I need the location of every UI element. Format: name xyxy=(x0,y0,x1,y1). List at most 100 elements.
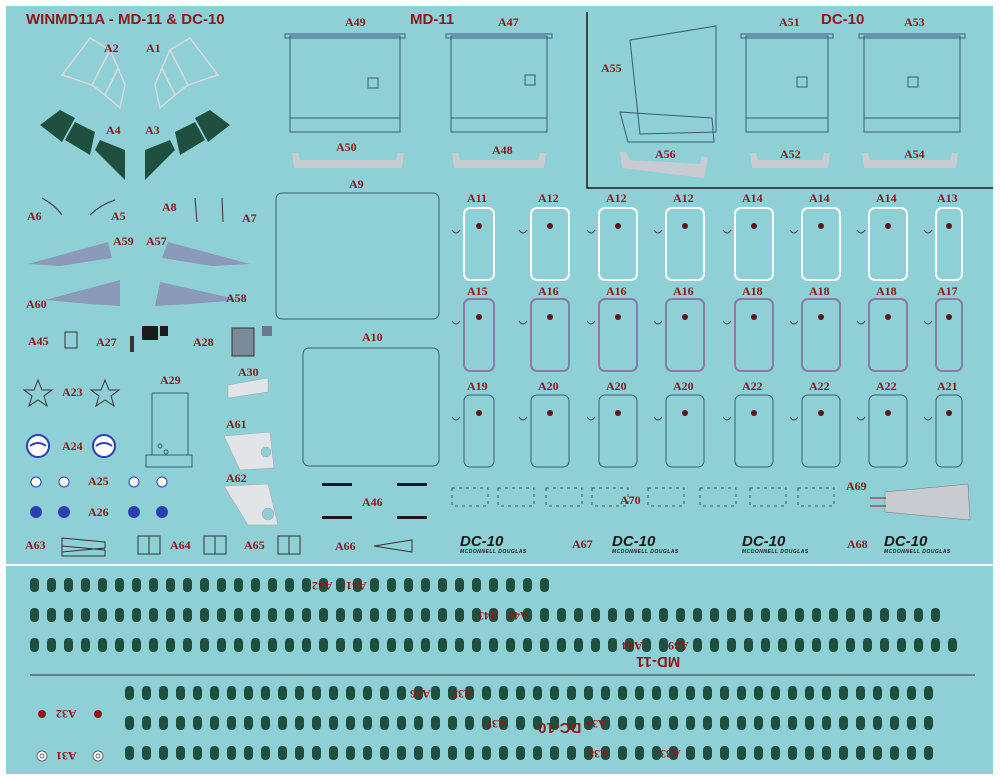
cabin-window-decal xyxy=(397,746,406,760)
cabin-window-decal xyxy=(635,746,644,760)
cabin-window-decal xyxy=(261,686,270,700)
cabin-window-decal xyxy=(30,578,39,592)
door-handle-marker xyxy=(885,410,891,416)
cabin-window-decal xyxy=(788,686,797,700)
cabin-window-decal xyxy=(149,638,158,652)
door-label-a22: A22 xyxy=(876,379,897,393)
passenger-door-a16 xyxy=(665,298,705,372)
cabin-window-decal xyxy=(64,608,73,622)
door-label-a21: A21 xyxy=(937,379,958,393)
label-a29: A29 xyxy=(160,373,181,387)
cabin-window-decal xyxy=(567,746,576,760)
label-a2: A2 xyxy=(104,41,119,55)
passenger-door-a21 xyxy=(935,394,963,468)
label-a31: A31 xyxy=(56,749,77,763)
cabin-window-decal xyxy=(948,638,957,652)
cabin-window-decal xyxy=(210,686,219,700)
passenger-door-a22 xyxy=(868,394,908,468)
label-a43: A43 xyxy=(478,609,499,623)
label-a25: A25 xyxy=(88,474,109,488)
label-a45: A45 xyxy=(28,334,49,348)
cabin-window-decal xyxy=(737,686,746,700)
cabin-window-decal xyxy=(234,608,243,622)
cabin-window-decal xyxy=(302,578,311,592)
cabin-window-decal xyxy=(387,578,396,592)
a31-a32-marker-decals xyxy=(36,710,104,762)
cabin-window-decal xyxy=(652,716,661,730)
cabin-window-decal xyxy=(404,578,413,592)
cabin-window-decal xyxy=(873,686,882,700)
cabin-window-decal xyxy=(149,608,158,622)
cabin-window-decal xyxy=(846,638,855,652)
passenger-door-a15 xyxy=(463,298,495,372)
cabin-window-decal xyxy=(601,686,610,700)
cabin-window-decal xyxy=(81,608,90,622)
label-a1: A1 xyxy=(146,41,161,55)
cabin-window-decal xyxy=(533,716,542,730)
cabin-window-decal xyxy=(652,746,661,760)
cabin-window-decal xyxy=(227,686,236,700)
cabin-window-decal xyxy=(176,746,185,760)
label-a8: A8 xyxy=(162,200,177,214)
door-hinge-mark xyxy=(653,416,663,421)
cabin-window-decal xyxy=(516,716,525,730)
cabin-window-decal xyxy=(346,716,355,730)
cabin-window-decal xyxy=(380,716,389,730)
passenger-door-a16 xyxy=(598,298,638,372)
passenger-door-a14 xyxy=(801,207,841,281)
cabin-window-decal xyxy=(261,746,270,760)
door-label-a12: A12 xyxy=(606,191,627,205)
dc10-logo-text: DC-10 xyxy=(884,533,928,550)
door-handle-marker xyxy=(751,314,757,320)
cabin-window-decal xyxy=(499,686,508,700)
passenger-door-a14 xyxy=(734,207,774,281)
door-handle-marker xyxy=(682,314,688,320)
dc10-window-row-a35-a36 xyxy=(125,686,933,700)
door-handle-marker xyxy=(682,223,688,229)
label-a32: A32 xyxy=(56,707,77,721)
cabin-window-decal xyxy=(183,638,192,652)
cabin-window-decal xyxy=(329,746,338,760)
cabin-window-decal xyxy=(574,638,583,652)
cabin-window-decal xyxy=(693,638,702,652)
door-handle-marker xyxy=(946,410,952,416)
door-hinge-mark xyxy=(722,416,732,421)
label-a27: A27 xyxy=(96,335,117,349)
cabin-window-decal xyxy=(353,608,362,622)
cabin-window-decal xyxy=(659,608,668,622)
cabin-window-decal xyxy=(448,686,457,700)
label-a28: A28 xyxy=(193,335,214,349)
cabin-window-decal xyxy=(472,578,481,592)
cabin-window-decal xyxy=(890,746,899,760)
cabin-window-decal xyxy=(499,746,508,760)
cabin-window-decal xyxy=(863,638,872,652)
door-label-a16: A16 xyxy=(673,284,694,298)
cabin-window-decal xyxy=(346,686,355,700)
sheet-title: WINMD11A - MD-11 & DC-10 xyxy=(26,11,225,28)
cabin-window-decal xyxy=(149,578,158,592)
cabin-window-decal xyxy=(227,716,236,730)
cabin-window-decal xyxy=(873,716,882,730)
cabin-window-decal xyxy=(550,686,559,700)
cabin-window-decal xyxy=(788,716,797,730)
cabin-window-decal xyxy=(829,638,838,652)
door-label-a16: A16 xyxy=(538,284,559,298)
cockpit-window-outline-a2 xyxy=(60,37,126,110)
cabin-window-decal xyxy=(353,578,362,592)
cabin-window-decal xyxy=(251,578,260,592)
cabin-window-decal xyxy=(329,716,338,730)
cabin-window-decal xyxy=(540,638,549,652)
label-a7: A7 xyxy=(242,211,257,225)
dc10-window-row-a34-a37 xyxy=(125,716,933,730)
cabin-window-decal xyxy=(285,638,294,652)
passenger-door-a12 xyxy=(665,207,705,281)
cabin-window-decal xyxy=(931,608,940,622)
label-a38: A38 xyxy=(588,747,609,761)
cabin-window-decal xyxy=(431,686,440,700)
cabin-window-decal xyxy=(795,608,804,622)
cabin-window-decal xyxy=(737,746,746,760)
